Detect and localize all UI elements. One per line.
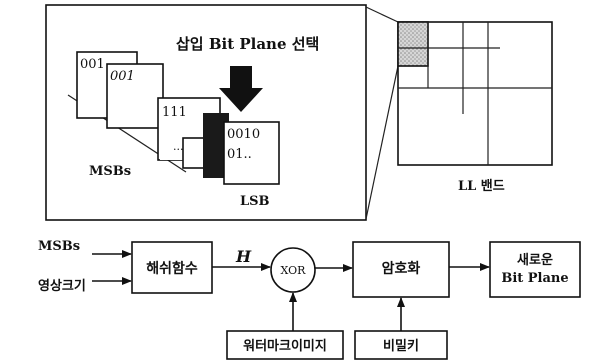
xor-label: XOR [281, 264, 307, 277]
new-bit-plane-line1: 새로운 [517, 252, 553, 268]
bits-page-3: 111 [162, 105, 187, 120]
new-bit-plane-box [490, 242, 580, 297]
input-msbs-label: MSBs [38, 239, 80, 254]
msbs-label: MSBs [89, 164, 131, 179]
watermark-image-label: 워터마크이미지 [243, 338, 327, 354]
secret-key-label: 비밀키 [383, 339, 419, 354]
input-image-size-label: 영상크기 [38, 279, 86, 294]
zoom-line-top [366, 7, 398, 22]
bits-lsb-line1: 0010 [227, 127, 260, 142]
hash-output-h-label: H [235, 247, 252, 266]
hash-function-label: 해쉬함수 [146, 260, 198, 277]
ll-subband-block [398, 22, 428, 66]
lsb-label: LSB [240, 194, 270, 209]
zoom-line-bottom [366, 66, 398, 219]
encryption-label: 암호화 [382, 260, 421, 277]
bits-ellipsis: ... [173, 140, 184, 153]
bits-lsb-line2: 01.. [227, 147, 252, 162]
new-bit-plane-line2: Bit Plane [501, 271, 568, 286]
insert-bit-plane-title: 삽입 Bit Plane 선택 [176, 35, 319, 53]
ll-band-label: LL 밴드 [458, 179, 505, 194]
bits-page-2: 001 [110, 69, 135, 84]
bits-page-1: 001 [80, 57, 105, 72]
